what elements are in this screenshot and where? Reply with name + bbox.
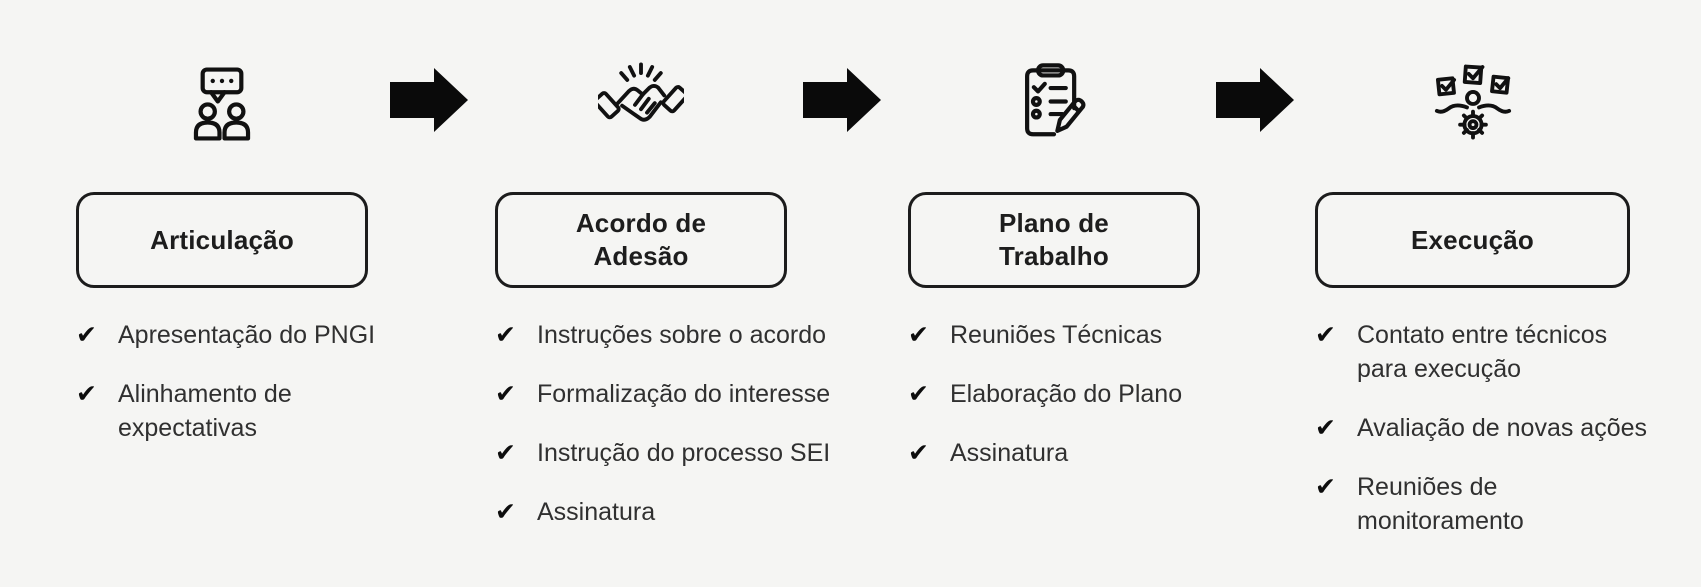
stage-title-box: Acordo de Adesão <box>495 192 787 288</box>
arrow-right-icon <box>1216 68 1294 132</box>
checklist-item-text: Contato entre técnicos para execução <box>1357 321 1608 383</box>
stage-checklist: ✔ Instruções sobre o acordo ✔ Formalização … <box>495 318 885 529</box>
checklist-item: ✔ Reuniões Técnicas <box>908 318 1298 352</box>
check-icon: ✔ <box>908 380 929 408</box>
check-icon: ✔ <box>495 380 516 408</box>
stage-icon-circle <box>160 42 284 166</box>
checklist-pencil-icon <box>1025 63 1086 137</box>
checklist-item: ✔ Instrução do processo SEI <box>495 436 885 470</box>
checklist-item: ✔ Contato entre técnicos para execução <box>1315 318 1701 386</box>
stage-title: Execução <box>1410 224 1534 255</box>
arrow-right-icon <box>390 68 468 132</box>
checklist-item-text: Instruções sobre o acordo <box>537 321 827 349</box>
check-icon: ✔ <box>76 380 97 408</box>
checklist-item: ✔ Assinatura <box>908 436 1298 470</box>
stage-title: Acordo de Adesão <box>575 208 707 271</box>
checklist-item: ✔ Instruções sobre o acordo <box>495 318 885 352</box>
stage-articulacao: Articulação ✔ Apresentação do PNGI ✔ Alinha… <box>76 0 375 470</box>
stage-title-box: Execução <box>1315 192 1630 288</box>
checklist-item: ✔ Apresentação do PNGI <box>76 318 466 352</box>
stage-title-box: Articulação <box>76 192 368 288</box>
check-icon: ✔ <box>495 439 516 467</box>
checklist-item: ✔ Avaliação de novas ações <box>1315 411 1701 445</box>
stage-title: Articulação <box>150 224 294 255</box>
checklist-item-text: Assinatura <box>537 498 656 526</box>
handshake-icon <box>598 62 684 122</box>
checklist-item: ✔ Alinhamento de expectativas <box>76 377 466 445</box>
stage-title-box: Plano de Trabalho <box>908 192 1200 288</box>
stage-checklist: ✔ Reuniões Técnicas ✔ Elaboração do Plano ✔ A… <box>908 318 1298 470</box>
checklist-item-text: Elaboração do Plano <box>950 380 1183 408</box>
check-icon: ✔ <box>495 498 516 526</box>
checklist-item-text: Alinhamento de expectativas <box>118 380 292 442</box>
checklist-item: ✔ Formalização do interesse <box>495 377 885 411</box>
checklist-item-text: Apresentação do PNGI <box>118 321 376 349</box>
checklist-item-text: Avaliação de novas ações <box>1357 414 1648 442</box>
person-tasks-gear-icon <box>1434 64 1511 140</box>
check-icon: ✔ <box>76 321 97 349</box>
stage-execucao: Execução ✔ Contato entre técnicos para ex… <box>1315 0 1647 563</box>
check-icon: ✔ <box>1315 321 1336 349</box>
stage-plano-de-trabalho: Plano de Trabalho ✔ Reuniões Técnicas ✔ Ela… <box>908 0 1200 495</box>
checklist-item-text: Reuniões de monitoramento <box>1357 473 1524 535</box>
arrow-right-icon <box>803 68 881 132</box>
check-icon: ✔ <box>495 321 516 349</box>
checklist-item-text: Formalização do interesse <box>537 380 831 408</box>
stage-checklist: ✔ Contato entre técnicos para execução ✔ Av… <box>1315 318 1701 538</box>
checklist-item: ✔ Reuniões de monitoramento <box>1315 470 1701 538</box>
check-icon: ✔ <box>908 439 929 467</box>
stage-acordo-de-adesao: Acordo de Adesão ✔ Instruções sobre o aco… <box>495 0 830 554</box>
checklist-item: ✔ Assinatura <box>495 495 885 529</box>
checklist-item-text: Instrução do processo SEI <box>537 439 831 467</box>
stage-icon-circle <box>1411 42 1535 166</box>
check-icon: ✔ <box>1315 414 1336 442</box>
stage-icon-circle <box>579 42 703 166</box>
stage-icon-circle <box>992 42 1116 166</box>
checklist-item: ✔ Elaboração do Plano <box>908 377 1298 411</box>
stage-checklist: ✔ Apresentação do PNGI ✔ Alinhamento de exp… <box>76 318 466 445</box>
checklist-item-text: Assinatura <box>950 439 1069 467</box>
stage-title: Plano de Trabalho <box>999 208 1109 271</box>
check-icon: ✔ <box>1315 473 1336 501</box>
conversation-people-icon <box>193 67 251 141</box>
checklist-item-text: Reuniões Técnicas <box>950 321 1163 349</box>
check-icon: ✔ <box>908 321 929 349</box>
